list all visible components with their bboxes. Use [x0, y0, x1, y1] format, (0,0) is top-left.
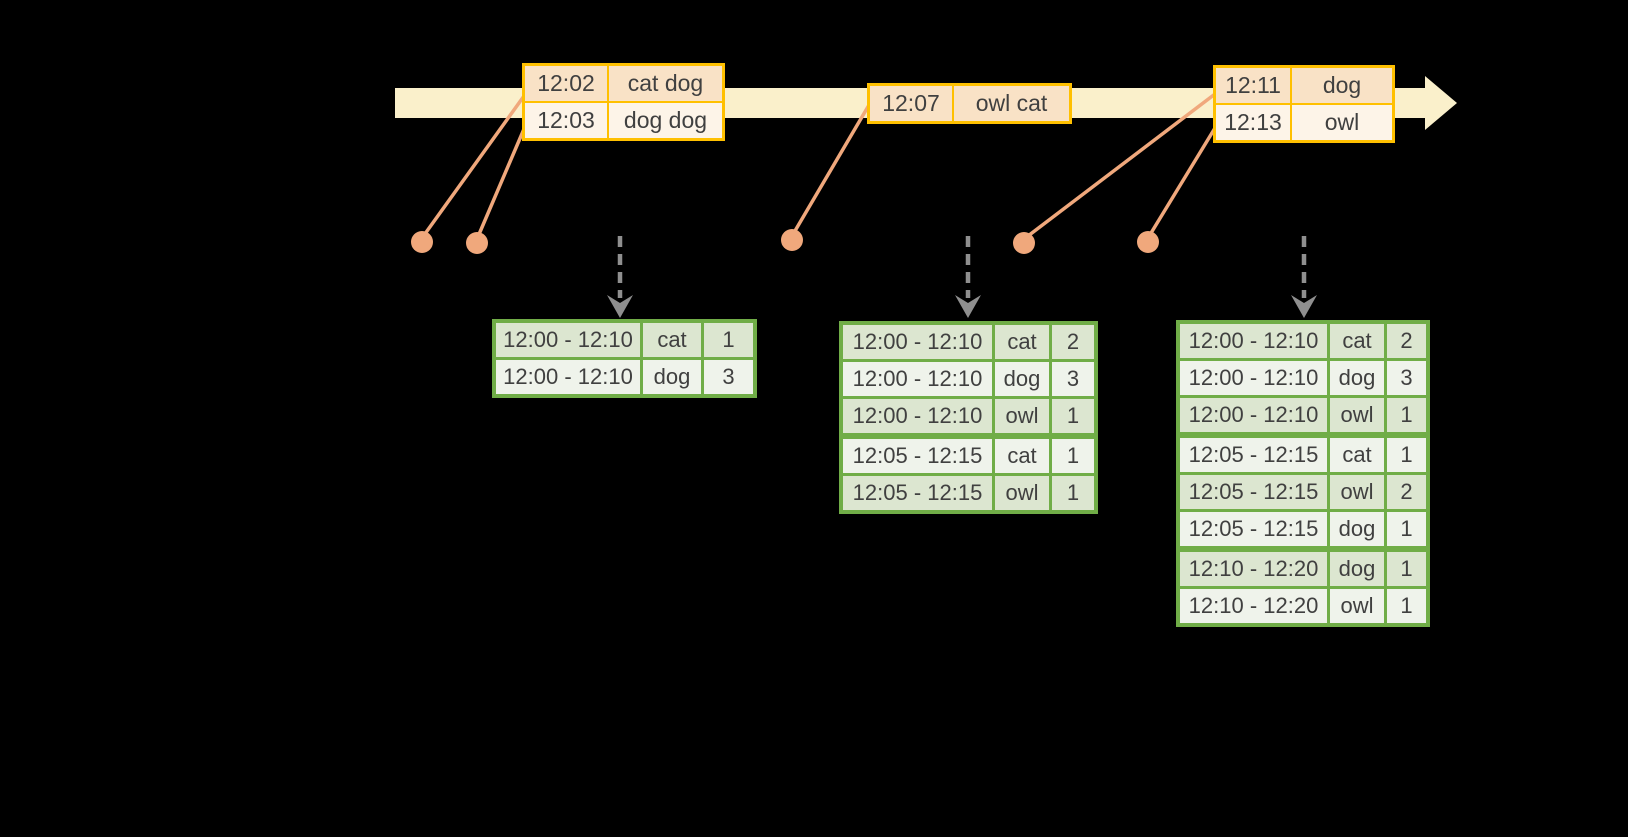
count-cell: 2: [1387, 475, 1426, 509]
count-cell: 1: [1052, 476, 1094, 510]
word-cell: owl: [995, 399, 1049, 433]
count-cell: 1: [1387, 438, 1426, 472]
count-cell: 1: [1387, 512, 1426, 546]
window-cell: 12:05 - 12:15: [1180, 438, 1327, 472]
count-cell: 2: [1052, 325, 1094, 359]
window-cell: 12:05 - 12:15: [1180, 475, 1327, 509]
window-cell: 12:00 - 12:10: [496, 323, 640, 357]
event-dot: [1137, 231, 1159, 253]
connector-line: [1146, 127, 1217, 239]
word-cell: owl: [1330, 398, 1384, 432]
count-cell: 1: [1387, 398, 1426, 432]
word-cell: dog: [1330, 361, 1384, 395]
event-words-cell: cat dog: [609, 66, 722, 101]
event-dot: [466, 232, 488, 254]
count-cell: 2: [1387, 324, 1426, 358]
count-cell: 1: [1387, 552, 1426, 586]
count-cell: 1: [1052, 439, 1094, 473]
word-cell: owl: [1330, 589, 1384, 623]
window-cell: 12:00 - 12:10: [843, 325, 992, 359]
event-words-cell: dog: [1292, 68, 1392, 103]
event-time-cell: 12:02: [525, 66, 607, 101]
timeline-arrowhead-icon: [1425, 76, 1457, 130]
window-cell: 12:05 - 12:15: [1180, 512, 1327, 546]
connector-line: [790, 104, 871, 237]
event-connectors: [420, 92, 1217, 241]
word-cell: dog: [643, 360, 701, 394]
word-cell: dog: [1330, 552, 1384, 586]
arrowhead-down-icon: [955, 295, 981, 318]
window-cell: 12:00 - 12:10: [496, 360, 640, 394]
word-cell: cat: [643, 323, 701, 357]
window-cell: 12:05 - 12:15: [843, 476, 992, 510]
flow-arrowheads: [607, 295, 1317, 318]
arrowhead-down-icon: [1291, 295, 1317, 318]
connector-line: [420, 94, 526, 240]
event-words-cell: dog dog: [609, 103, 722, 138]
window-cell: 12:00 - 12:10: [1180, 324, 1327, 358]
event-dots: [411, 229, 1159, 254]
word-cell: cat: [995, 325, 1049, 359]
window-cell: 12:00 - 12:10: [843, 362, 992, 396]
event-dot: [1013, 232, 1035, 254]
count-cell: 3: [704, 360, 753, 394]
word-cell: dog: [1330, 512, 1384, 546]
window-cell: 12:00 - 12:10: [843, 399, 992, 433]
event-time-cell: 12:07: [870, 86, 952, 121]
word-cell: cat: [995, 439, 1049, 473]
flow-arrows: [617, 236, 1307, 298]
word-cell: dog: [995, 362, 1049, 396]
word-cell: cat: [1330, 324, 1384, 358]
event-dot: [781, 229, 803, 251]
count-cell: 3: [1052, 362, 1094, 396]
count-cell: 1: [1052, 399, 1094, 433]
window-cell: 12:05 - 12:15: [843, 439, 992, 473]
count-cell: 1: [704, 323, 753, 357]
event-words-cell: owl: [1292, 105, 1392, 140]
connector-line: [475, 128, 526, 240]
window-cell: 12:10 - 12:20: [1180, 552, 1327, 586]
word-cell: cat: [1330, 438, 1384, 472]
event-time-cell: 12:13: [1216, 105, 1290, 140]
word-cell: owl: [995, 476, 1049, 510]
word-cell: owl: [1330, 475, 1384, 509]
event-dot: [411, 231, 433, 253]
count-cell: 1: [1387, 589, 1426, 623]
connector-line: [1022, 92, 1217, 241]
event-words-cell: owl cat: [954, 86, 1069, 121]
event-time-cell: 12:11: [1216, 68, 1290, 103]
window-cell: 12:00 - 12:10: [1180, 398, 1327, 432]
arrowhead-down-icon: [607, 295, 633, 318]
event-time-cell: 12:03: [525, 103, 607, 138]
count-cell: 3: [1387, 361, 1426, 395]
window-cell: 12:10 - 12:20: [1180, 589, 1327, 623]
window-cell: 12:00 - 12:10: [1180, 361, 1327, 395]
